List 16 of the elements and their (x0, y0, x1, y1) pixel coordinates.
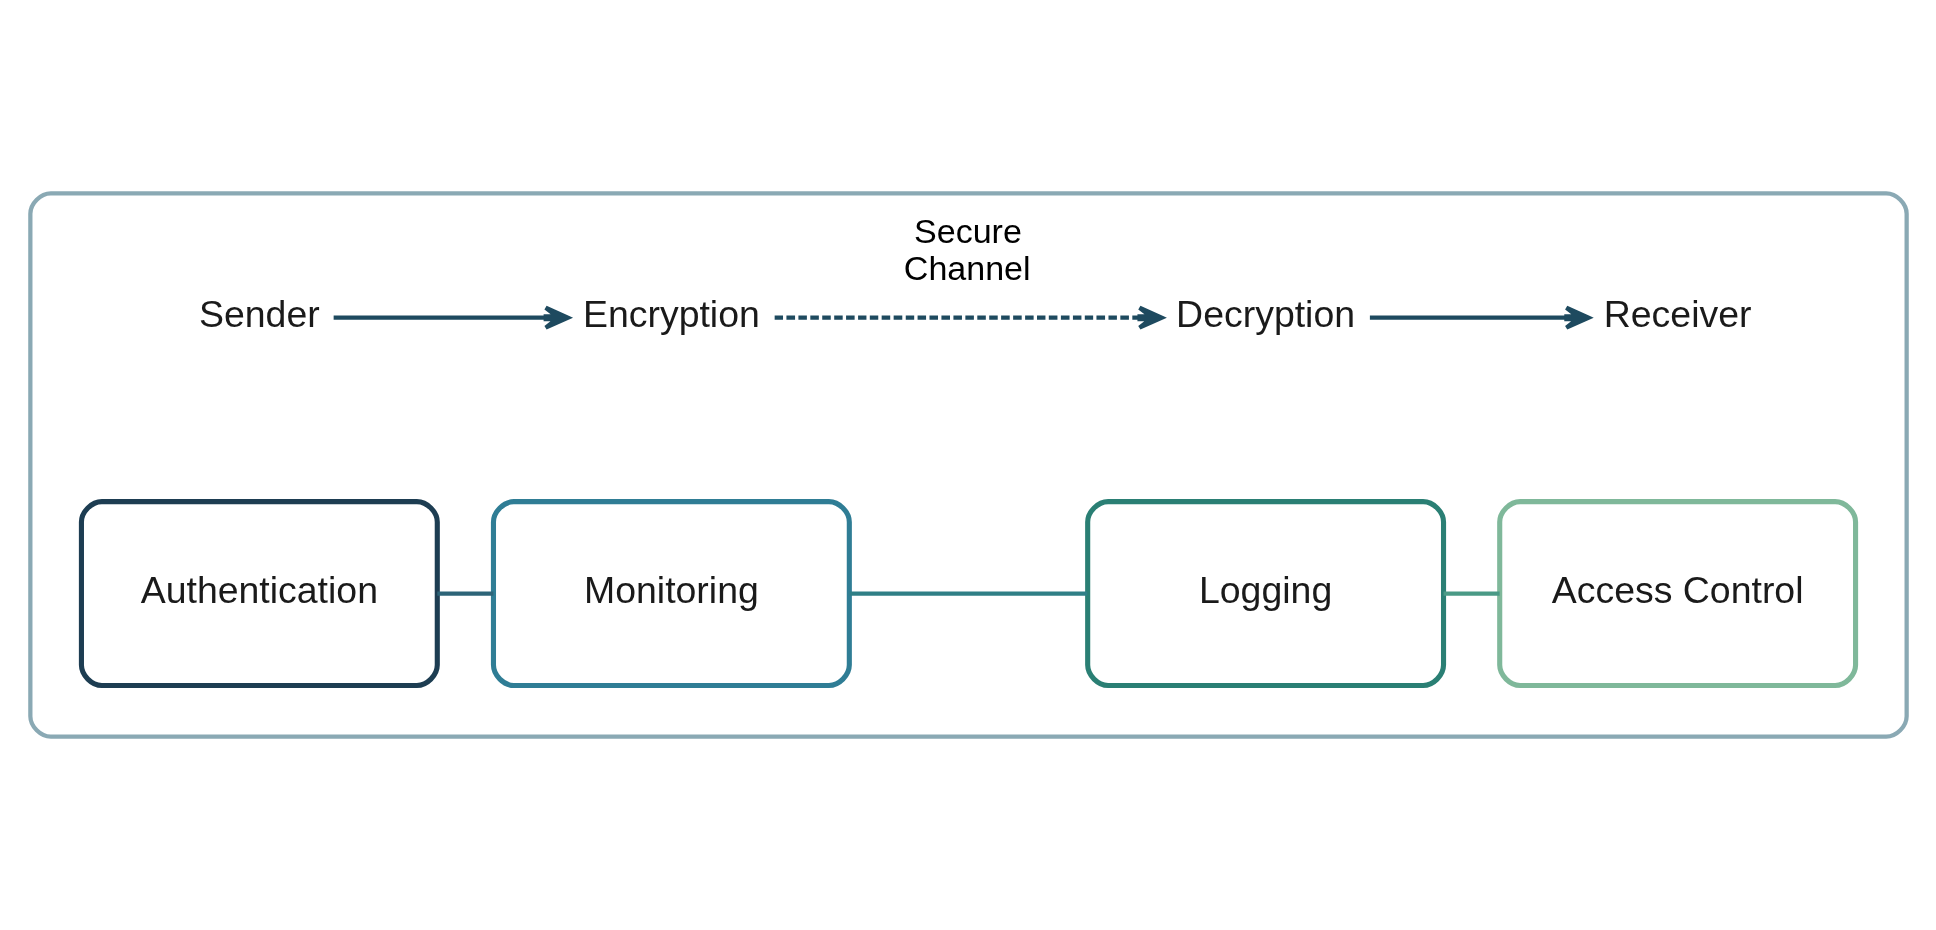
cluster (27, 191, 1909, 739)
node-box: Authentication (78, 499, 440, 689)
arrow (774, 305, 1164, 330)
connector (436, 591, 493, 596)
node-box: Monitoring (490, 499, 852, 689)
connector (849, 591, 1087, 596)
node-text: Decryption (1175, 293, 1355, 336)
arrow (1369, 305, 1591, 330)
connector (1443, 591, 1500, 596)
arrow (333, 305, 570, 330)
node-text: Sender (198, 293, 320, 336)
edge-label: Secure Channel (903, 211, 1031, 288)
node-box: Access Control (1496, 499, 1858, 689)
node-text: Receiver (1603, 293, 1752, 336)
node-text: Encryption (582, 293, 760, 336)
node-box: Logging (1084, 499, 1446, 689)
